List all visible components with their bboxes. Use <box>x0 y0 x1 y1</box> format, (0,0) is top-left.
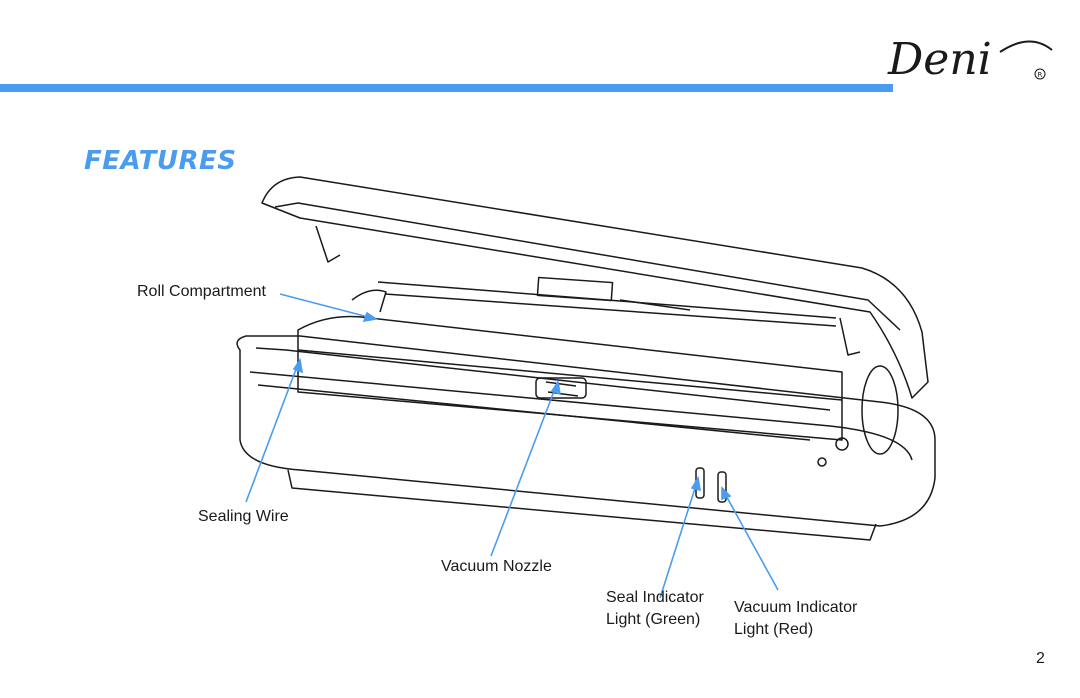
seal-indicator-label: Seal Indicator Light (Green) <box>606 587 704 631</box>
seal-indicator-line2: Light (Green) <box>606 611 701 628</box>
header-rule <box>0 84 893 92</box>
device-drawing <box>236 176 936 541</box>
vacuum-indicator-line2: Light (Red) <box>734 621 814 638</box>
roll-compartment-label: Roll Compartment <box>137 283 266 300</box>
section-title: FEATURES <box>84 146 237 176</box>
svg-text:R: R <box>1038 71 1043 79</box>
sealing-wire-label: Sealing Wire <box>198 508 289 525</box>
page-number: 2 <box>1036 650 1045 667</box>
vacuum-nozzle-label: Vacuum Nozzle <box>441 558 552 575</box>
deni-logo: Deni R <box>887 34 1053 85</box>
callout-lines <box>245 293 779 599</box>
vacuum-indicator-line1: Vacuum Indicator <box>734 599 858 616</box>
svg-text:Deni: Deni <box>887 34 992 85</box>
seal-indicator-line1: Seal Indicator <box>606 589 704 606</box>
vacuum-indicator-label: Vacuum Indicator Light (Red) <box>734 597 857 641</box>
